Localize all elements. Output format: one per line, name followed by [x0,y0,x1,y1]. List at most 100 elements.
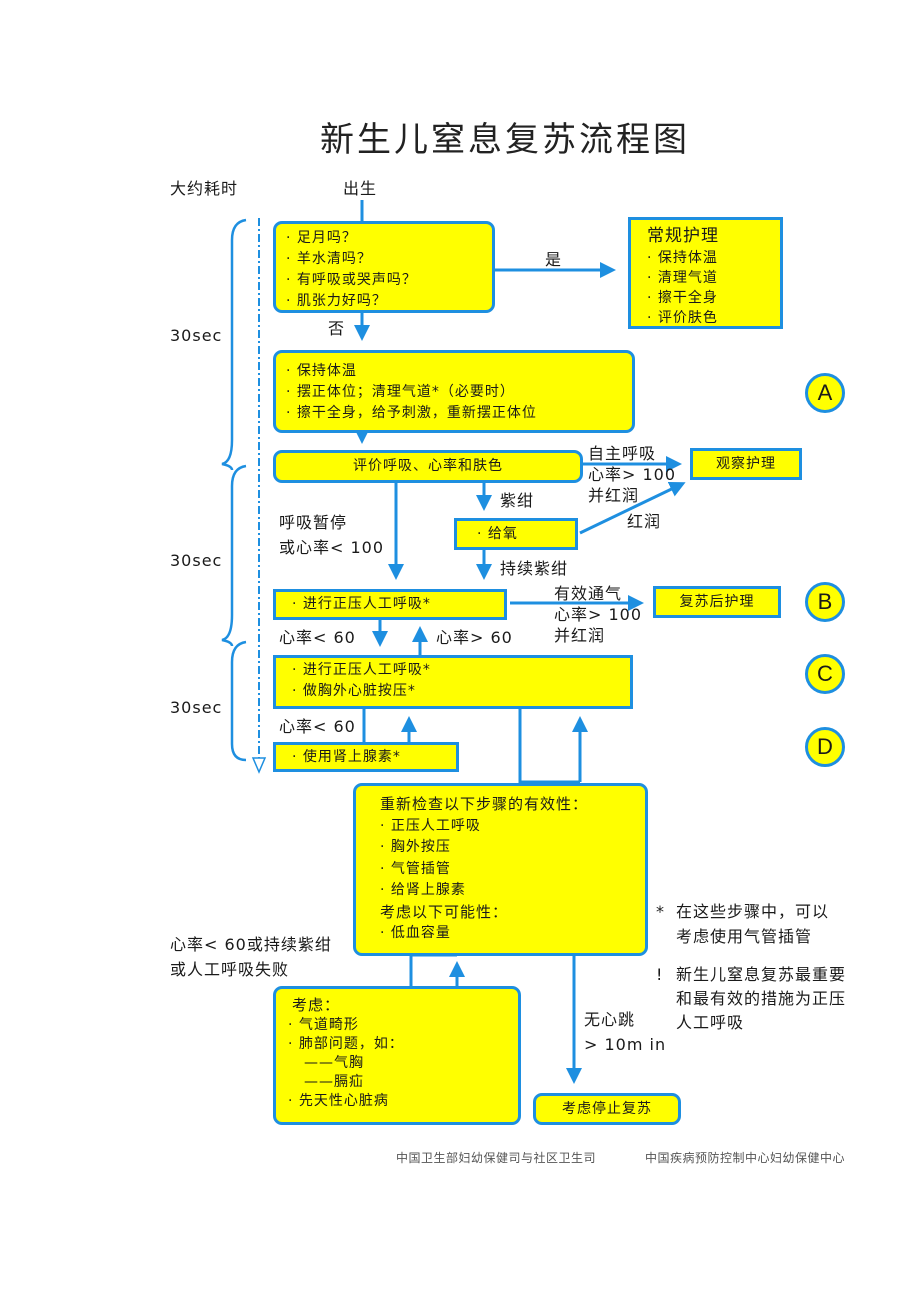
edge-consider-recheck [409,953,457,986]
edge-label-effective-ventilation: 有效通气 心率> 100 并红润 [554,583,642,646]
time-segment-1: 30sec [170,326,223,345]
edge-label-apnea: 呼吸暂停 或心率< 100 [279,510,384,560]
ppv-box: · 进行正压人工呼吸* [273,589,507,620]
question-term: · 足月吗？ [286,230,357,246]
edge-label-hr-lt-60-epi: 心率< 60 [279,717,356,736]
routine-care-item: · 清理气道 [647,270,718,286]
note-line: 人工呼吸 [676,1013,745,1032]
ppv-cpr-item: · 做胸外心脏按压* [292,683,416,699]
edge-label-line: 自主呼吸 [588,444,657,463]
edge-label-line: 并红润 [554,626,606,645]
post-resuscitation-care-box: 复苏后护理 [653,586,781,618]
evaluate-label: 评价呼吸、心率和肤色 [353,458,503,474]
consider-box: 考虑： · 气道畸形 · 肺部问题，如： ——气胸 ——膈疝 · 先天性心脏病 [273,986,521,1125]
ppv-cpr-box: · 进行正压人工呼吸* · 做胸外心脏按压* [273,655,633,709]
initial-step: · 保持体温 [286,363,357,379]
question-breathing: · 有呼吸或哭声吗？ [286,272,417,288]
recheck-possibility: · 低血容量 [380,925,451,941]
initial-step: · 擦干全身，给予刺激，重新摆正体位 [286,405,537,421]
edge-label-pink: 红润 [627,512,662,531]
timeline-arrowhead [251,757,267,774]
consider-item: · 气道畸形 [288,1017,359,1033]
time-segment-2: 30sec [170,551,223,570]
edge-label-line: 呼吸暂停 [279,513,348,532]
initial-steps-box: · 保持体温 · 摆正体位；清理气道*（必要时） · 擦干全身，给予刺激，重新摆… [273,350,635,433]
note-symbol: * [656,902,665,921]
consider-item: · 肺部问题，如： [288,1036,404,1052]
edge-label-yes: 是 [545,250,563,269]
recheck-item: · 给肾上腺素 [380,882,466,898]
recheck-item: · 正压人工呼吸 [380,817,481,834]
recheck-box: 重新检查以下步骤的有效性： · 正压人工呼吸 · 胸外按压 · 气管插管 · 给… [353,783,648,956]
note-line: 考虑使用气管插管 [676,927,813,946]
oxygen-box: · 给氧 [454,518,578,550]
recheck-item: · 胸外按压 [380,839,451,855]
edge-label-line: 有效通气 [554,584,623,603]
edge-label-hr-gt-60: 心率> 60 [436,628,513,647]
ppv-label: · 进行正压人工呼吸* [292,596,431,612]
edge-label-line: > 10m in [584,1035,667,1054]
epinephrine-box: · 使用肾上腺素* [273,742,459,772]
consider-heading: 考虑： [292,996,341,1014]
edge-pink [579,481,686,535]
routine-care-item: · 擦干全身 [647,290,718,306]
edge-label-line: 心率< 60或持续紫绀 [170,935,332,954]
stop-resuscitation-box: 考虑停止复苏 [533,1093,681,1125]
page-title: 新生儿窒息复苏流程图 [320,120,690,160]
routine-care-item: · 保持体温 [647,250,718,266]
brace-3 [230,640,247,762]
routine-care-item: · 评价肤色 [647,310,718,326]
edge-label-failure: 心率< 60或持续紫绀 或人工呼吸失败 [170,932,332,982]
edge-label-line: 并红润 [588,486,640,505]
routine-care-heading: 常规护理 [647,226,719,246]
brace-2 [221,464,247,647]
start-label: 出生 [343,179,378,198]
note-line: 在这些步骤中，可以 [676,902,830,921]
recheck-heading-possibilities: 考虑以下可能性： [380,902,509,921]
observation-care-label: 观察护理 [716,456,776,472]
edge-label-line: 或心率< 100 [279,538,385,557]
recheck-item: · 气管插管 [380,860,451,877]
edge-label-line: 无心跳 [584,1010,636,1029]
note-line: 和最有效的措施为正压 [676,989,847,1008]
edge-label-line: 心率> 100 [588,465,677,484]
note-ppv-importance: ! 新生儿窒息复苏最重要 和最有效的措施为正压 人工呼吸 [656,963,846,1035]
question-tone: · 肌张力好吗？ [286,293,387,309]
consider-item: · 先天性心脏病 [288,1093,389,1109]
evaluate-box: 评价呼吸、心率和肤色 [273,450,583,483]
edge-label-line: 或人工呼吸失败 [170,960,290,979]
stage-marker-c: C [805,654,845,694]
stop-resuscitation-label: 考虑停止复苏 [562,1101,652,1117]
edge-label-persistent-cyanosis: 持续紫绀 [500,559,569,578]
note-line: 新生儿窒息复苏最重要 [676,965,847,984]
footer-source-1: 中国卫生部妇幼保健司与社区卫生司 [396,1151,597,1165]
initial-step: · 摆正体位；清理气道*（必要时） [286,384,515,400]
edge-label-line: 心率> 100 [554,605,643,624]
stage-marker-a: A [805,373,845,413]
observation-care-box: 观察护理 [690,448,802,480]
note-intubation: * 在这些步骤中，可以 考虑使用气管插管 [656,899,829,949]
consider-subitem: ——气胸 [304,1055,364,1071]
recheck-heading: 重新检查以下步骤的有效性： [380,795,589,813]
question-amniotic: · 羊水清吗？ [286,251,372,267]
stage-marker-d: D [805,727,845,767]
routine-care-box: 常规护理 · 保持体温 · 清理气道 · 擦干全身 · 评价肤色 [628,217,783,329]
note-symbol: ! [656,965,664,984]
oxygen-label: · 给氧 [477,526,518,542]
brace-1 [221,218,247,471]
time-header: 大约耗时 [170,179,239,198]
edge-label-spontaneous: 自主呼吸 心率> 100 并红润 [588,443,676,506]
stage-marker-b: B [805,582,845,622]
ppv-cpr-item: · 进行正压人工呼吸* [292,662,431,678]
edge-label-cyanosis: 紫绀 [500,491,535,510]
consider-subitem: ——膈疝 [304,1074,364,1090]
post-resuscitation-care-label: 复苏后护理 [679,594,755,610]
edge-label-no: 否 [328,319,346,338]
edge-label-hr-lt-60: 心率< 60 [279,628,356,647]
footer-source-2: 中国疾病预防控制中心妇幼保健中心 [645,1151,846,1165]
initial-questions-box: · 足月吗？ · 羊水清吗？ · 有呼吸或哭声吗？ · 肌张力好吗？ [273,221,495,313]
time-segment-3: 30sec [170,698,223,717]
edge-label-no-heartbeat: 无心跳 > 10m in [584,1007,666,1057]
epinephrine-label: · 使用肾上腺素* [292,749,401,765]
